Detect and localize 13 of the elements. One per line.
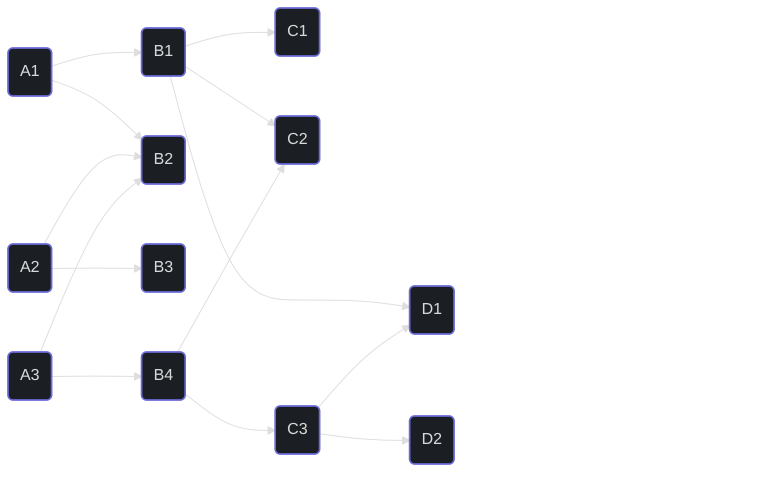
arrow xyxy=(52,80,143,140)
arrow xyxy=(185,394,276,435)
arrow xyxy=(318,324,410,408)
arrow xyxy=(43,152,142,245)
arrow xyxy=(170,76,410,310)
arrow xyxy=(52,372,142,381)
arrow xyxy=(320,433,410,445)
arrow xyxy=(185,28,276,46)
arrow xyxy=(185,66,276,126)
arrow xyxy=(52,48,142,66)
arrow xyxy=(40,178,142,353)
arrow xyxy=(52,264,142,273)
arrow xyxy=(176,164,285,353)
